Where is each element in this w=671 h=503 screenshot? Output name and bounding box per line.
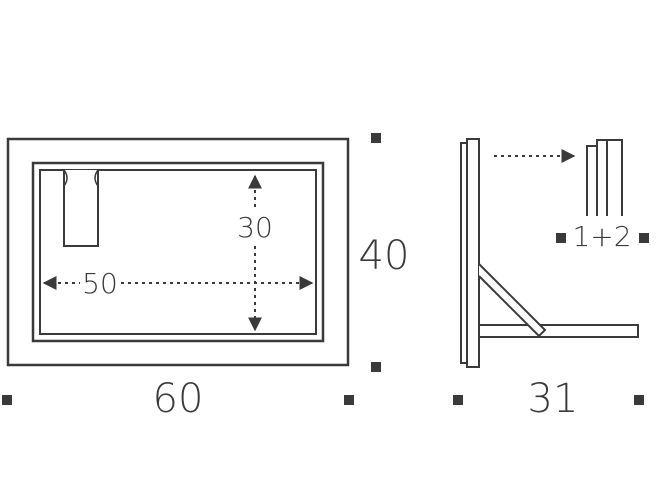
- insert-layer-1: [586, 145, 598, 216]
- wall-panel-front: [466, 138, 480, 368]
- inner-height-label: 30: [237, 211, 273, 244]
- width-marker-right: [344, 395, 354, 405]
- outer-height-label: 40: [359, 233, 410, 279]
- inner-frame-outer: [31, 161, 325, 343]
- height-marker-top: [371, 133, 381, 143]
- layers-marker-right: [639, 233, 649, 243]
- layers-label: 1+2: [572, 220, 631, 253]
- shelf-board: [478, 324, 639, 338]
- layers-marker-left: [556, 233, 566, 243]
- support-bracket: [478, 263, 547, 338]
- outer-frame: [6, 137, 350, 367]
- width-marker-left: [2, 395, 12, 405]
- depth-marker-left: [453, 395, 463, 405]
- depth-label: 31: [528, 376, 579, 422]
- depth-marker-right: [634, 395, 644, 405]
- slot-notch: [63, 170, 99, 247]
- front-view: [6, 137, 350, 367]
- side-view: [460, 138, 639, 368]
- inner-frame-inner: [39, 169, 317, 335]
- inner-width-label: 50: [82, 267, 118, 300]
- outer-width-label: 60: [153, 376, 204, 422]
- height-marker-bottom: [371, 362, 381, 372]
- insert-layer-2: [596, 139, 623, 216]
